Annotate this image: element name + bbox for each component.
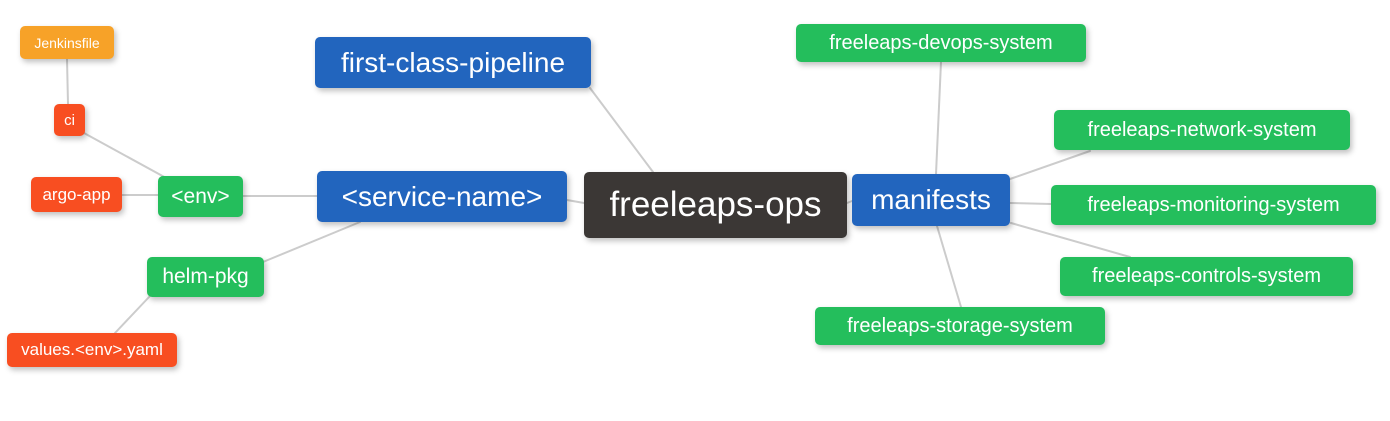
node-env[interactable]: <env> (158, 176, 243, 217)
edge-ops-first-class-pipeline (589, 87, 654, 173)
edge-manifests-devops (935, 61, 942, 175)
node-manifests[interactable]: manifests (852, 174, 1010, 226)
edge-manifests-storage (936, 225, 962, 308)
node-freeleaps-ops-root[interactable]: freeleaps-ops (584, 172, 847, 238)
edge-manifests-controls (1010, 222, 1131, 258)
edge-helm-pkg-values (114, 295, 151, 334)
node-helm-pkg[interactable]: helm-pkg (147, 257, 264, 297)
node-freeleaps-storage-system[interactable]: freeleaps-storage-system (815, 307, 1105, 345)
edge-env-ci (83, 132, 169, 180)
node-freeleaps-devops-system[interactable]: freeleaps-devops-system (796, 24, 1086, 62)
node-service-name[interactable]: <service-name> (317, 171, 567, 222)
node-freeleaps-network-system[interactable]: freeleaps-network-system (1054, 110, 1350, 150)
edge-manifests-monitoring (1009, 202, 1052, 205)
node-freeleaps-monitoring-system[interactable]: freeleaps-monitoring-system (1051, 185, 1376, 225)
edge-ops-service-name (566, 199, 585, 204)
node-values-env-yaml[interactable]: values.<env>.yaml (7, 333, 177, 367)
edge-manifests-network (1009, 150, 1091, 180)
edge-ci-jenkinsfile (66, 58, 69, 105)
edge-service-name-helm-pkg (262, 221, 361, 263)
node-freeleaps-controls-system[interactable]: freeleaps-controls-system (1060, 257, 1353, 296)
node-first-class-pipeline[interactable]: first-class-pipeline (315, 37, 591, 88)
node-jenkinsfile[interactable]: Jenkinsfile (20, 26, 114, 59)
edge-ops-manifests (846, 200, 853, 204)
node-ci[interactable]: ci (54, 104, 85, 136)
node-argo-app[interactable]: argo-app (31, 177, 122, 212)
